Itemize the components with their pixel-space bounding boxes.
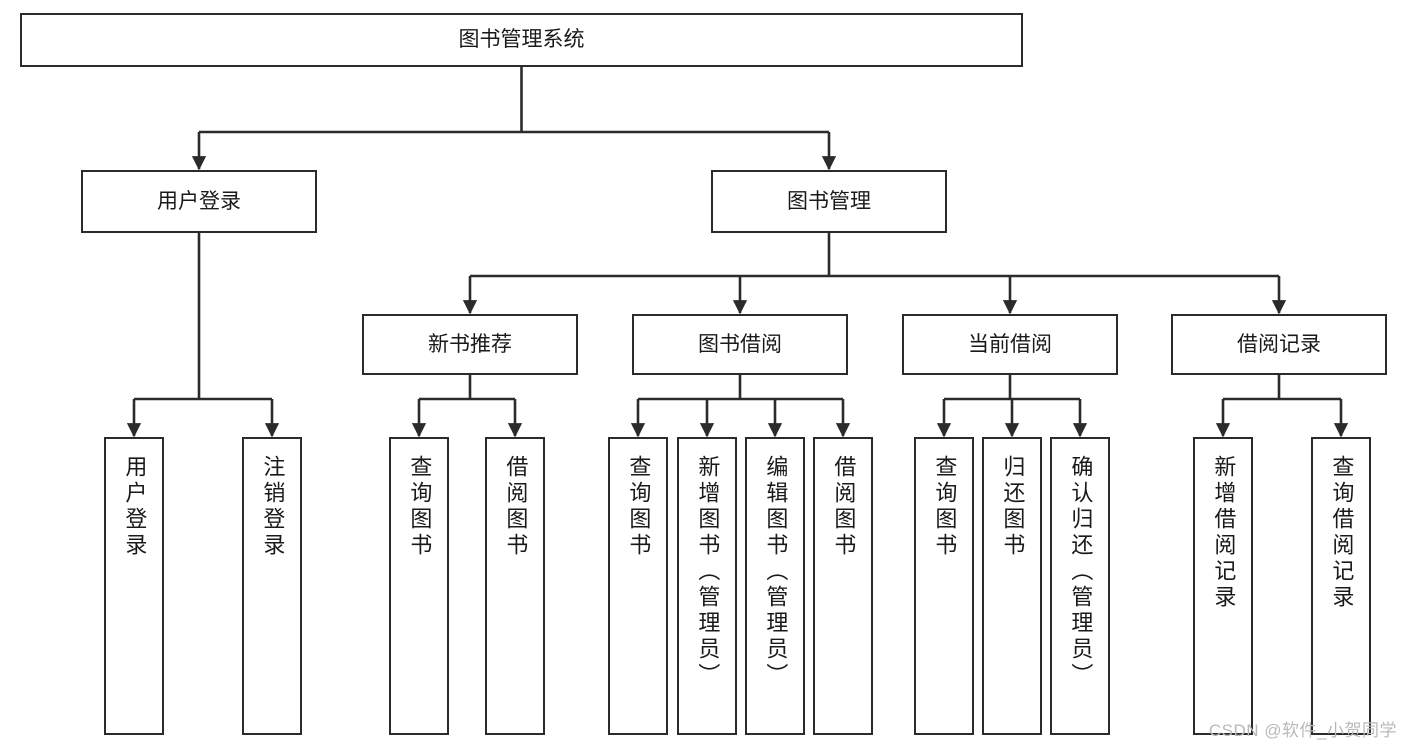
node-current[interactable]: 当前借阅: [902, 314, 1118, 375]
node-label: 查询图书: [626, 455, 652, 559]
node-leaf-5[interactable]: 查询图书: [608, 437, 668, 735]
node-leaf-11[interactable]: 确认归还（管理员）: [1050, 437, 1110, 735]
node-leaf-2[interactable]: 注销登录: [242, 437, 302, 735]
node-leaf-13[interactable]: 查询借阅记录: [1311, 437, 1371, 735]
node-records[interactable]: 借阅记录: [1171, 314, 1387, 375]
node-label: 当前借阅: [968, 332, 1052, 356]
node-leaf-6[interactable]: 新增图书（管理员）: [677, 437, 737, 735]
node-leaf-10[interactable]: 归还图书: [982, 437, 1042, 735]
node-label: 查询借阅记录: [1329, 455, 1355, 611]
node-label: 新增借阅记录: [1211, 455, 1237, 611]
node-label: 用户登录: [122, 455, 148, 559]
node-label: 借阅图书: [831, 455, 857, 559]
node-root[interactable]: 图书管理系统: [20, 13, 1023, 67]
node-leaf-12[interactable]: 新增借阅记录: [1193, 437, 1253, 735]
node-label: 用户登录: [157, 189, 241, 213]
node-newrec[interactable]: 新书推荐: [362, 314, 578, 375]
node-label: 图书管理系统: [458, 28, 585, 52]
node-login[interactable]: 用户登录: [81, 170, 317, 233]
watermark-text: CSDN @软件_小贺同学: [1208, 721, 1397, 740]
node-label: 新书推荐: [428, 332, 512, 356]
node-label: 借阅图书: [503, 455, 529, 559]
node-label: 确认归还（管理员）: [1068, 455, 1094, 689]
node-label: 查询图书: [407, 455, 433, 559]
node-label: 借阅记录: [1237, 332, 1321, 356]
node-leaf-7[interactable]: 编辑图书（管理员）: [745, 437, 805, 735]
node-label: 图书管理: [787, 189, 871, 213]
node-leaf-9[interactable]: 查询图书: [914, 437, 974, 735]
node-leaf-8[interactable]: 借阅图书: [813, 437, 873, 735]
node-label: 查询图书: [932, 455, 958, 559]
node-bookmgmt[interactable]: 图书管理: [711, 170, 947, 233]
node-leaf-4[interactable]: 借阅图书: [485, 437, 545, 735]
node-label: 注销登录: [260, 455, 286, 559]
node-borrow[interactable]: 图书借阅: [632, 314, 848, 375]
node-leaf-1[interactable]: 用户登录: [104, 437, 164, 735]
node-leaf-3[interactable]: 查询图书: [389, 437, 449, 735]
node-label: 归还图书: [1000, 455, 1026, 559]
node-label: 图书借阅: [698, 332, 782, 356]
node-label: 编辑图书（管理员）: [763, 455, 789, 689]
node-label: 新增图书（管理员）: [695, 455, 721, 689]
